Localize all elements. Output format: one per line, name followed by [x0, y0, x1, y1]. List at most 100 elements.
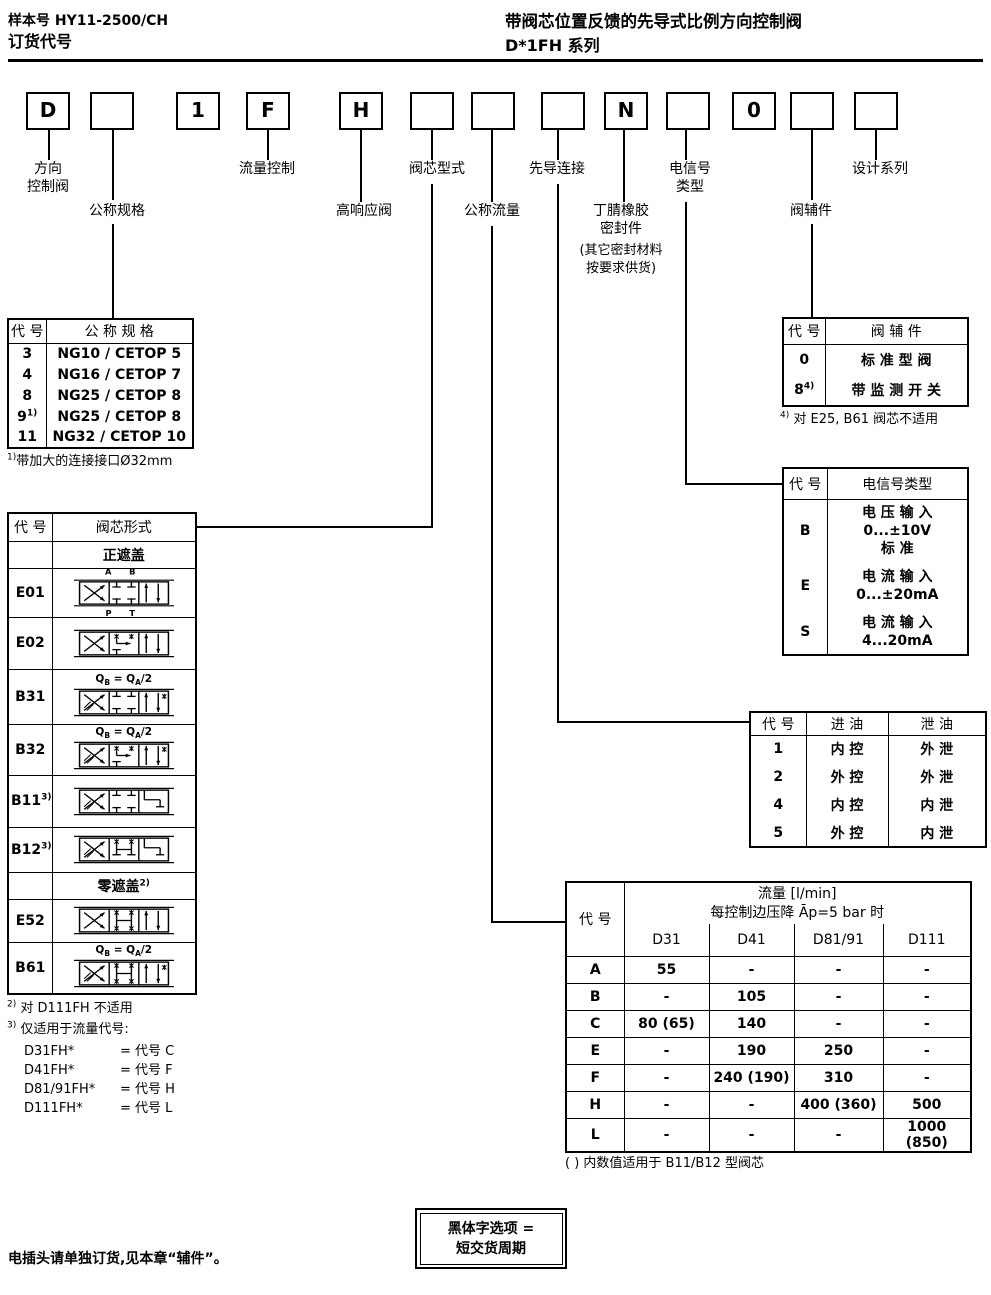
svg-text:A B: A B [105, 569, 143, 576]
connector-line [875, 130, 877, 160]
qb-flow-label: QB = QA/2 [95, 944, 153, 959]
code-box-5: H [339, 92, 383, 130]
connector-line [685, 202, 687, 485]
table-row: B123) [7, 826, 197, 873]
flow-table: 代 号 流量 [l/min] 每控制边压降 Āp=5 bar 时 D31 D41… [565, 881, 972, 1153]
connector-line [557, 721, 751, 723]
code-box-4: F [246, 92, 290, 130]
series-title: D*1FH 系列 [505, 36, 600, 55]
table-row: E02 [7, 616, 197, 670]
connector-line [557, 184, 559, 723]
column-header: 代 号 [783, 468, 827, 500]
connector-line [557, 130, 559, 160]
code-box-6 [410, 92, 454, 130]
connector-line [491, 130, 493, 202]
table-row: B32 QB = QA/2 [7, 723, 197, 776]
column-header: 阀 辅 件 [824, 318, 968, 345]
spool-symbol-b31 [73, 688, 174, 717]
connector-order-note: 电插头请单独订货,见本章“辅件”。 [8, 1251, 228, 1267]
header-rule [8, 59, 983, 62]
column-header: 代 号 [7, 512, 53, 542]
label-seal-material: 丁腈橡胶 密封件 (其它密封材料 按要求供货) [579, 203, 663, 276]
label-valve-accessory: 阀辅件 [790, 203, 832, 219]
code-box-7 [471, 92, 515, 130]
column-header: 代 号 [565, 881, 625, 957]
doc-number: 样本号 HY11-2500/CH [8, 13, 169, 29]
table-row: B 电 压 输 入 0...±10V 标 准 [783, 499, 968, 563]
footnote-4: 4) 对 E25, B61 阀芯不适用 [780, 410, 939, 427]
code-box-2 [90, 92, 134, 130]
column-header: D41 [708, 924, 795, 957]
code-box-1: D [26, 92, 70, 130]
footnote-3: 3) 仅适用于流量代号: [7, 1020, 129, 1037]
flow-code-item: D81/91FH*= 代号 H [24, 1082, 175, 1097]
table-row: E 电 流 输 入 0...±20mA [783, 563, 968, 609]
connector-line [112, 224, 114, 318]
code-box-13 [854, 92, 898, 130]
spool-symbol-b12 [73, 835, 174, 864]
connector-line [491, 226, 493, 923]
column-header: D31 [623, 924, 710, 957]
table-row: B61 QB = QA/2 [7, 941, 197, 995]
subheader-row: 零遮盖2) [7, 871, 197, 900]
connector-line [623, 130, 625, 202]
label-directional-valve: 方向 控制阀 [27, 161, 69, 195]
column-header: 泄 油 [887, 712, 986, 736]
code-box-12 [790, 92, 834, 130]
table-row: E52 [7, 898, 197, 943]
label-nominal-flow: 公称流量 [464, 203, 520, 219]
column-header: 阀芯形式 [51, 512, 197, 542]
connector-line [431, 130, 433, 160]
label-nominal-size: 公称规格 [89, 203, 145, 219]
table-row: H--400 (360)500 [565, 1090, 972, 1119]
connector-line [491, 921, 567, 923]
spool-symbol-b32 [73, 741, 174, 770]
table-row: F-240 (190)310- [565, 1063, 972, 1092]
connector-line [685, 483, 784, 485]
spool-symbol-e52 [73, 906, 174, 935]
column-header: 电信号类型 [826, 468, 968, 500]
connector-line [811, 224, 813, 317]
connector-line [431, 184, 433, 528]
connector-line [267, 130, 269, 160]
connector-line [195, 526, 432, 528]
spool-symbol-b11 [73, 787, 174, 815]
column-header: 代 号 [8, 319, 46, 344]
svg-text:P T: P T [105, 609, 142, 617]
footnote-1: 1)带加大的连接接口Ø32mm [7, 452, 173, 469]
code-box-3: 1 [176, 92, 220, 130]
code-box-8 [541, 92, 585, 130]
flow-code-item: D41FH*= 代号 F [24, 1063, 173, 1078]
qb-flow-label: QB = QA/2 [95, 726, 153, 741]
column-header: D81/91 [793, 924, 884, 957]
connector-line [48, 130, 50, 160]
table-row: B113) [7, 774, 197, 828]
bold-option-note: 黑体字选项 = 短交货周期 [415, 1208, 567, 1269]
spool-symbol-e01: A B P T [73, 569, 174, 617]
label-flow-control: 流量控制 [239, 161, 295, 177]
signal-type-table: 代 号 电信号类型 B 电 压 输 入 0...±10V 标 准 E 电 流 输… [782, 467, 969, 656]
label-spool-type: 阀芯型式 [409, 161, 465, 177]
footnote-2: 2) 对 D111FH 不适用 [7, 999, 133, 1016]
connector-line [811, 130, 813, 200]
flow-code-item: D31FH*= 代号 C [24, 1044, 175, 1059]
spool-symbol-b61 [73, 960, 174, 988]
column-header: 进 油 [805, 712, 888, 736]
label-pilot-connection: 先导连接 [529, 161, 585, 177]
page-title: 订货代号 [8, 32, 73, 51]
column-header: 公 称 规 格 [45, 319, 193, 344]
code-box-10 [666, 92, 710, 130]
label-high-response: 高响应阀 [336, 203, 392, 219]
flow-code-list: D31FH*= 代号 C D41FH*= 代号 F D81/91FH*= 代号 … [24, 1042, 175, 1118]
